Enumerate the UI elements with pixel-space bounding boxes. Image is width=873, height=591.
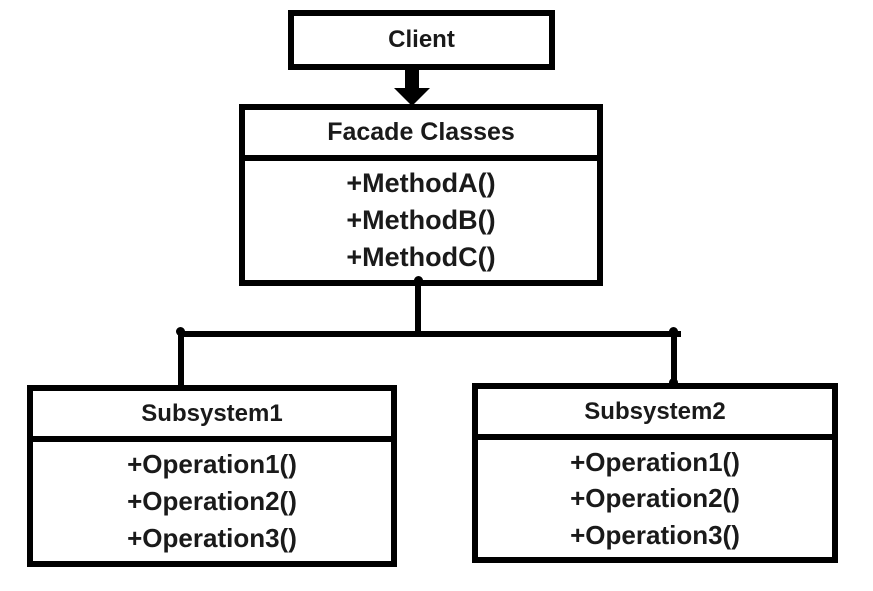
connector-facade-stem-line bbox=[415, 284, 421, 337]
connector-right-drop-line bbox=[671, 331, 677, 383]
facade-methods-compartment: +MethodA() +MethodB() +MethodC() bbox=[245, 161, 597, 280]
subsystem1-class-box: Subsystem1 +Operation1() +Operation2() +… bbox=[27, 385, 397, 567]
subsystem1-operations-compartment: +Operation1() +Operation2() +Operation3(… bbox=[33, 442, 391, 561]
subsystem1-operation: +Operation1() bbox=[127, 449, 297, 480]
subsystem1-title: Subsystem1 bbox=[33, 391, 391, 442]
subsystem2-operations-compartment: +Operation1() +Operation2() +Operation3(… bbox=[478, 440, 832, 557]
subsystem1-operation: +Operation3() bbox=[127, 523, 297, 554]
subsystem2-operation: +Operation1() bbox=[570, 446, 740, 477]
connector-endpoint-dot bbox=[669, 327, 678, 336]
connector-endpoint-dot bbox=[669, 378, 678, 387]
facade-method: +MethodA() bbox=[346, 167, 496, 198]
subsystem2-operation: +Operation3() bbox=[570, 519, 740, 550]
facade-class-box: Facade Classes +MethodA() +MethodB() +Me… bbox=[239, 104, 603, 286]
subsystem2-title: Subsystem2 bbox=[478, 389, 832, 440]
subsystem2-class-box: Subsystem2 +Operation1() +Operation2() +… bbox=[472, 383, 838, 563]
down-arrowhead-icon bbox=[394, 88, 430, 106]
facade-method: +MethodC() bbox=[346, 241, 496, 272]
connector-endpoint-dot bbox=[414, 276, 423, 285]
client-class-box: Client bbox=[288, 10, 555, 70]
facade-title: Facade Classes bbox=[245, 110, 597, 161]
down-arrow-icon bbox=[405, 68, 419, 90]
subsystem2-operation: +Operation2() bbox=[570, 483, 740, 514]
subsystem1-operation: +Operation2() bbox=[127, 486, 297, 517]
connector-left-drop-line bbox=[178, 331, 184, 387]
connector-endpoint-dot bbox=[176, 327, 185, 336]
connector-horizontal-line bbox=[178, 331, 681, 337]
facade-method: +MethodB() bbox=[346, 204, 496, 235]
client-title: Client bbox=[388, 26, 455, 53]
